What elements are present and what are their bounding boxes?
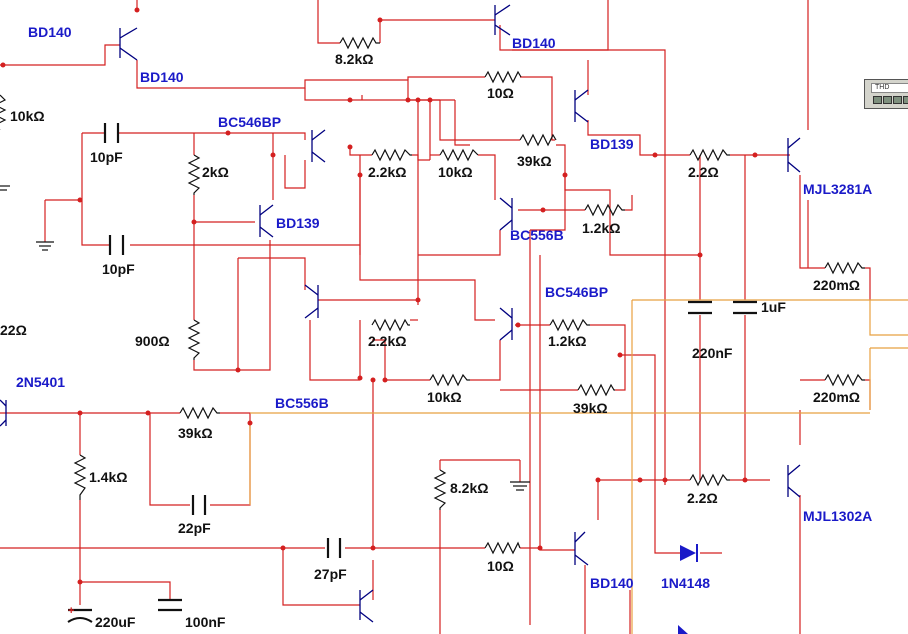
ground-symbols <box>0 185 530 491</box>
value-label: 2.2Ω <box>687 490 718 506</box>
value-label: 2.2kΩ <box>368 333 406 349</box>
value-label: 22Ω <box>0 322 27 338</box>
value-label: 10pF <box>102 261 135 277</box>
output-lines <box>249 299 908 634</box>
value-label: 2.2Ω <box>688 164 719 180</box>
part-label: BD140 <box>512 35 556 51</box>
value-label: + <box>68 605 74 617</box>
part-label: BC556B <box>275 395 329 411</box>
value-label: 220mΩ <box>813 277 860 293</box>
part-label: 1N4148 <box>661 575 710 591</box>
value-label: 39kΩ <box>573 400 608 416</box>
value-label: 2.2kΩ <box>368 164 406 180</box>
value-label: 27pF <box>314 566 347 582</box>
value-label: 10Ω <box>487 558 514 574</box>
value-label: 10Ω <box>487 85 514 101</box>
value-label: 2kΩ <box>202 164 229 180</box>
capacitors <box>68 123 757 612</box>
instrument-key <box>893 96 902 104</box>
value-label: 1.2kΩ <box>582 220 620 236</box>
value-label: 8.2kΩ <box>335 51 373 67</box>
value-label: 10kΩ <box>427 389 462 405</box>
value-label: 10kΩ <box>10 108 45 124</box>
part-label: MJL1302A <box>803 508 872 524</box>
value-label: 39kΩ <box>517 153 552 169</box>
value-labels: 8.2kΩ 10kΩ 10Ω 10pF 2kΩ 2.2kΩ 10kΩ 39kΩ … <box>0 51 860 630</box>
value-label: 1uF <box>761 299 786 315</box>
transistors <box>0 4 801 623</box>
electrolytic-cap-plate <box>67 617 93 623</box>
value-label: 220mΩ <box>813 389 860 405</box>
instrument-key <box>903 96 908 104</box>
value-label: 1.4kΩ <box>89 469 127 485</box>
instrument-key <box>883 96 892 104</box>
wires <box>0 0 871 634</box>
value-label: 8.2kΩ <box>450 480 488 496</box>
value-label: 10pF <box>90 149 123 165</box>
part-label: BC546BP <box>218 114 281 130</box>
part-labels: BD140 BD140 BD140 BC546BP BD139 BD139 BC… <box>16 24 872 591</box>
thd-analyzer-instrument[interactable]: THD <box>864 79 908 109</box>
value-label: 220nF <box>692 345 733 361</box>
instrument-key <box>873 96 882 104</box>
part-label: BD140 <box>590 575 634 591</box>
part-label: BC546BP <box>545 284 608 300</box>
value-label: 22pF <box>178 520 211 536</box>
diode-1n4148 <box>678 544 698 634</box>
value-label: 1.2kΩ <box>548 333 586 349</box>
value-label: 220uF <box>95 614 136 630</box>
part-label: BD140 <box>140 69 184 85</box>
resistors <box>0 36 865 555</box>
value-label: 39kΩ <box>178 425 213 441</box>
part-label: MJL3281A <box>803 181 872 197</box>
junction-dots <box>0 7 758 585</box>
value-label: 10kΩ <box>438 164 473 180</box>
part-label: BD139 <box>276 215 320 231</box>
thd-analyzer-screen: THD <box>871 83 908 93</box>
value-label: 100nF <box>185 614 226 630</box>
part-label: BD139 <box>590 136 634 152</box>
part-label: BD140 <box>28 24 72 40</box>
part-label: BC556B <box>510 227 564 243</box>
value-label: 900Ω <box>135 333 170 349</box>
part-label: 2N5401 <box>16 374 65 390</box>
